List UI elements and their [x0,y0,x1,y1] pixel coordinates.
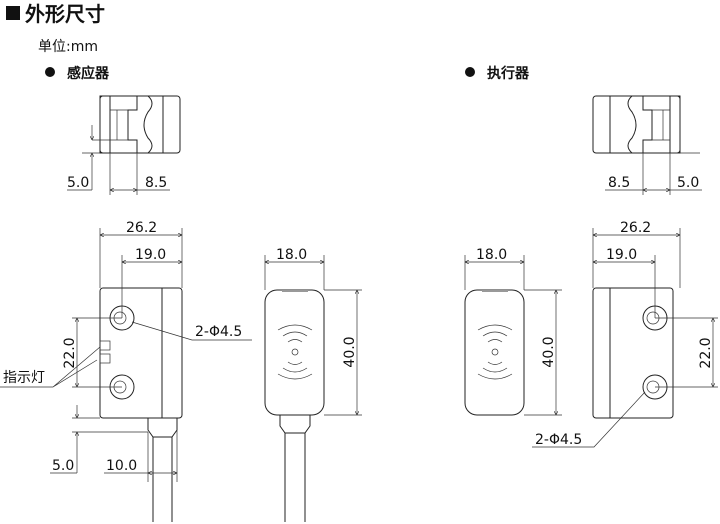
unit-label: 单位:mm [38,39,98,55]
bullet-icon [465,67,475,77]
dim-label: 40.0 [541,336,557,367]
dim-label: 5.0 [677,175,699,191]
dim-label: 40.0 [342,336,358,367]
dim-label: 19.0 [135,247,166,263]
actuator-label: 执行器 [487,65,530,82]
sensor-front-view: 18.0 40.0 [264,247,362,522]
indicator-led [99,353,111,364]
dim-label: 26.2 [126,220,157,236]
dim-label: 26.2 [620,220,651,236]
sensor-side-view: 26.2 19.0 22.0 5.0 10.0 2-Φ4.5 指示灯 [0,220,252,522]
dim-label: 18.0 [276,247,307,263]
sensor-top-view: 5.0 8.5 [67,95,181,195]
dim-label: 5.0 [67,175,89,191]
dim-label: 10.0 [106,458,137,474]
actuator-top-view: 8.5 5.0 [592,95,702,195]
bullet-icon [45,67,55,77]
actuator-side-view: 26.2 19.0 22.0 2-Φ4.5 [532,220,718,448]
indicator-led [99,340,111,351]
hole-callout: 2-Φ4.5 [195,324,242,340]
indicator-callout: 指示灯 [3,370,45,386]
sensor-label: 感应器 [67,65,110,82]
dim-label: 22.0 [62,337,78,368]
title-square-icon [6,6,20,20]
wireless-icon [277,324,313,380]
wireless-icon [477,324,513,380]
dim-label: 19.0 [606,247,637,263]
dim-label: 8.5 [608,175,630,191]
dim-label: 5.0 [52,458,74,474]
dim-label: 18.0 [476,247,507,263]
dim-label: 22.0 [698,337,714,368]
actuator-front-view: 18.0 40.0 [464,247,562,416]
dim-label: 8.5 [145,175,167,191]
hole-callout: 2-Φ4.5 [535,432,582,448]
page-title: 外形尺寸 [25,2,105,26]
